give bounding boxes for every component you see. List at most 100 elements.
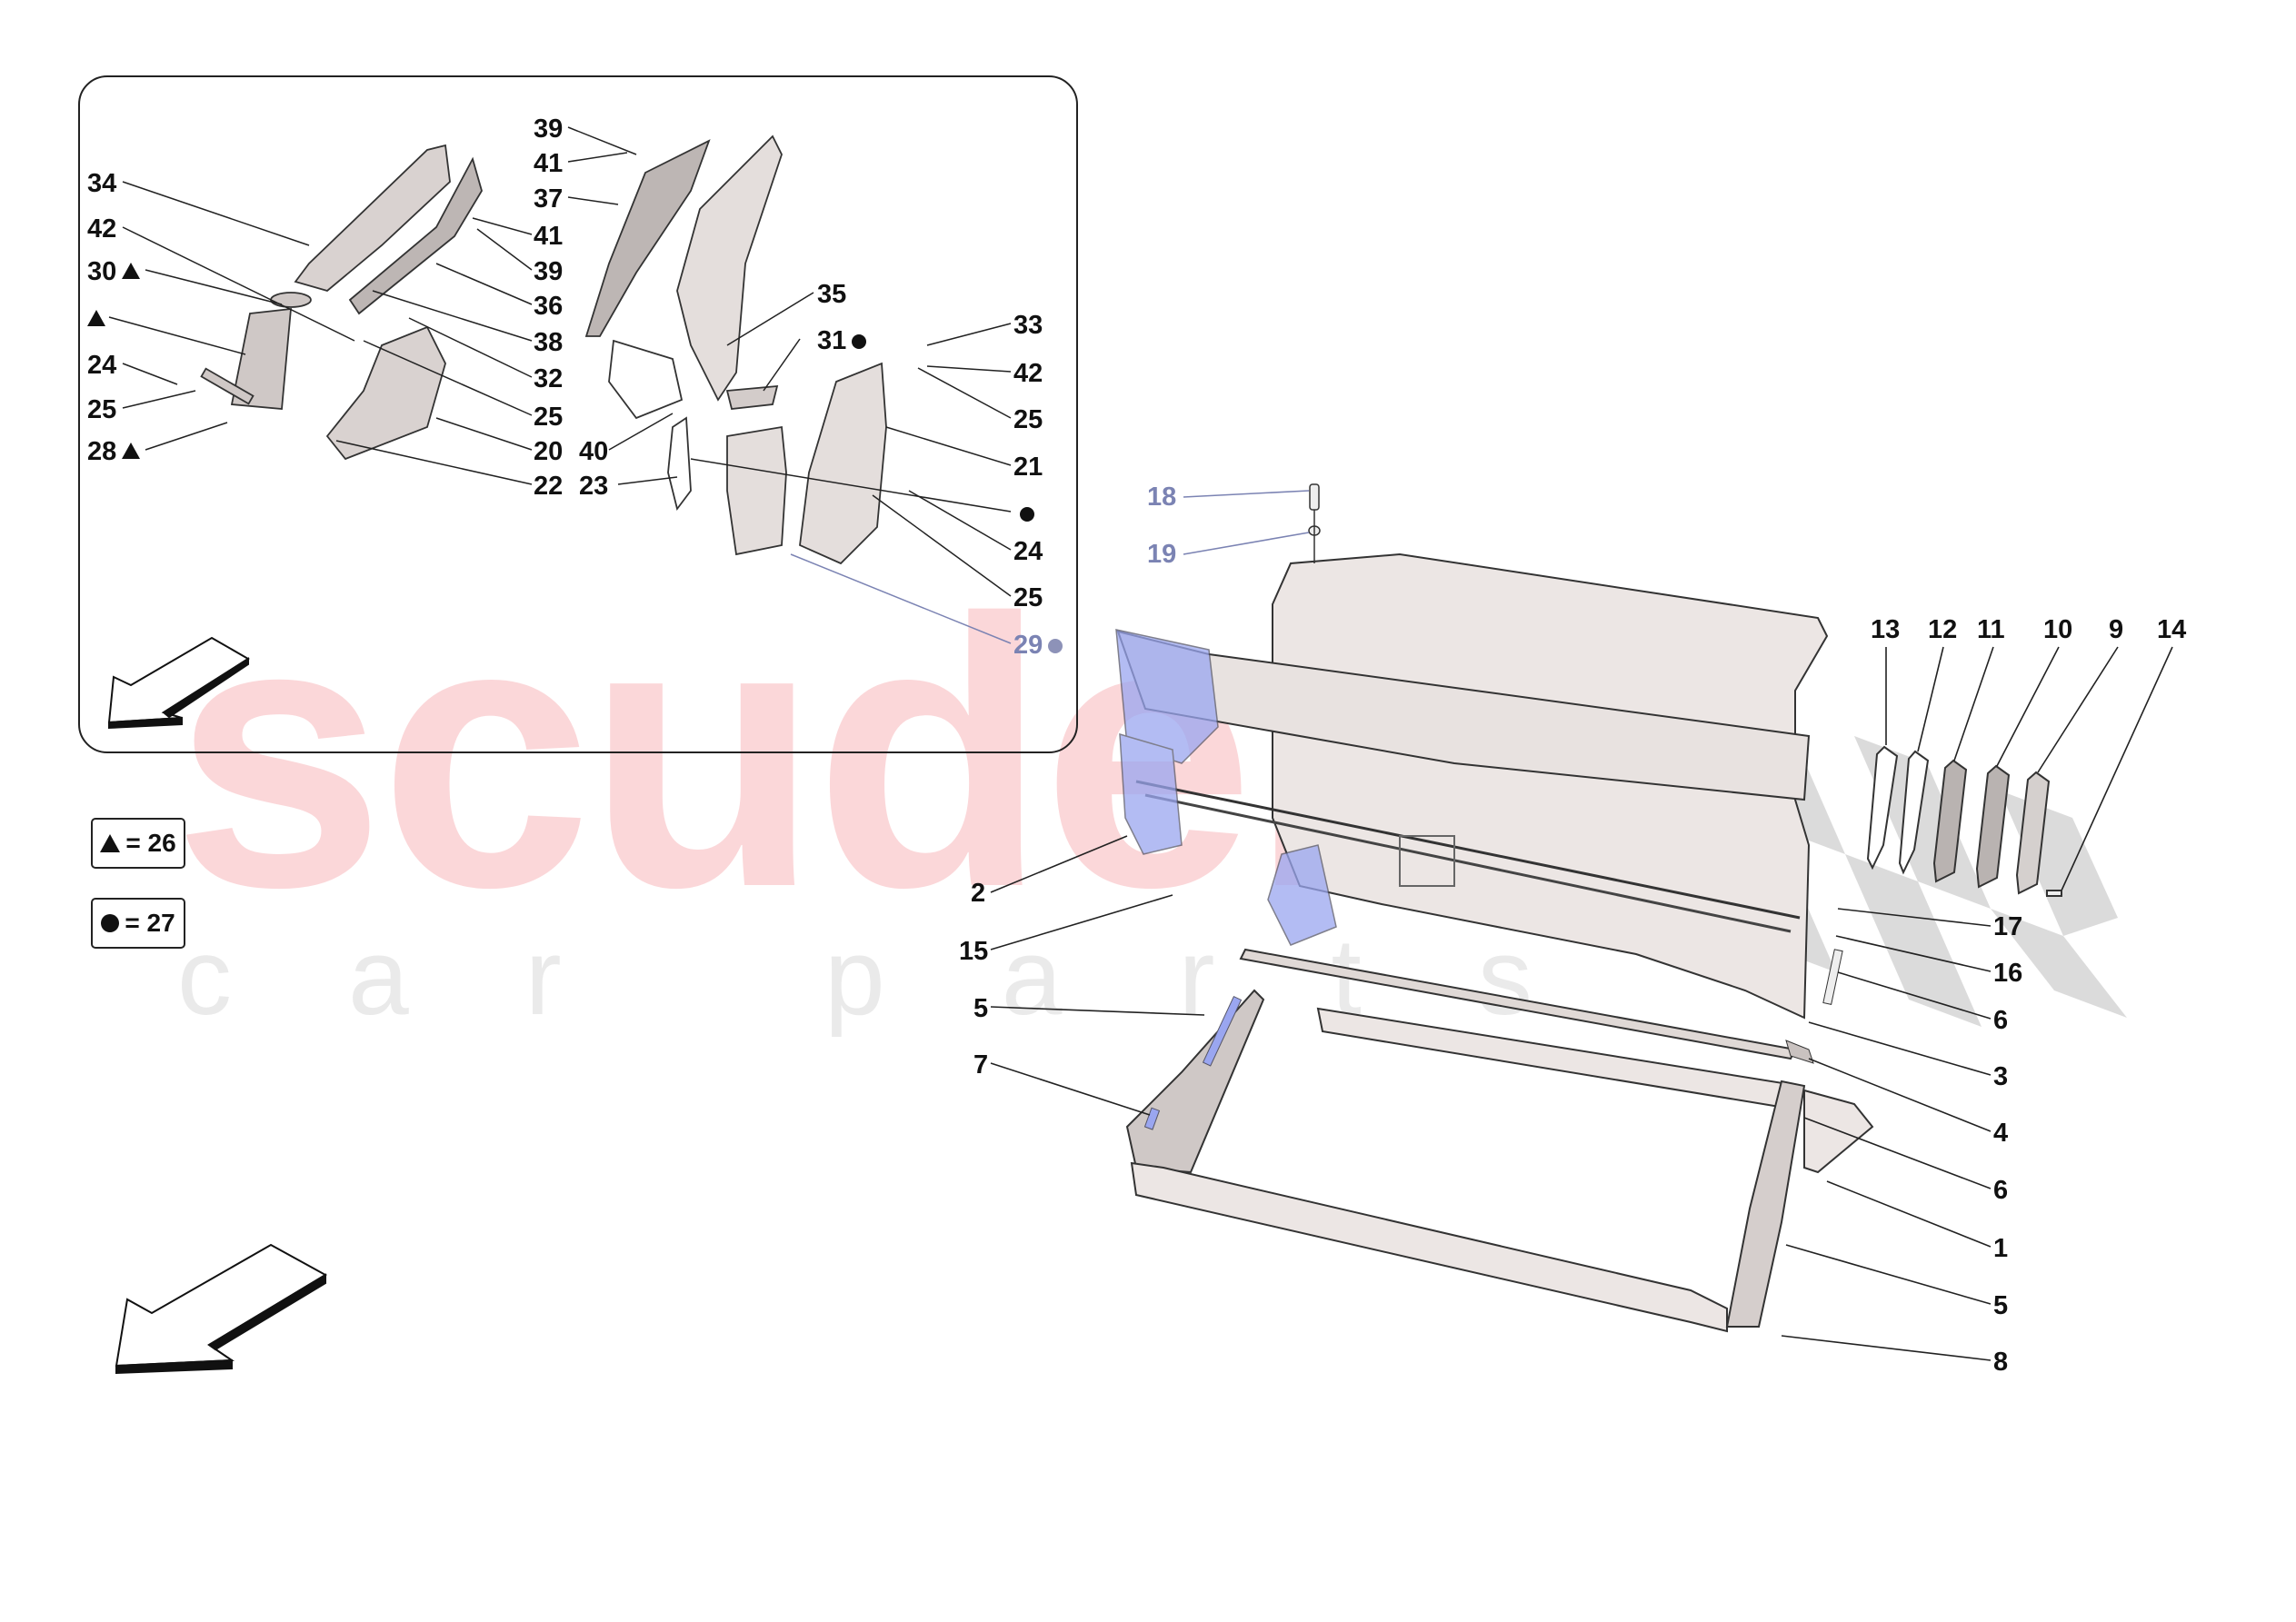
bar-part-3 bbox=[1239, 948, 1797, 1060]
callout-label-12[interactable]: 12 bbox=[1928, 617, 1957, 643]
callout-number: 7 bbox=[973, 1050, 989, 1080]
callout-label-41a[interactable]: 41 bbox=[534, 151, 563, 177]
callout-label-19[interactable]: 19 bbox=[1147, 542, 1176, 568]
callout-number: 32 bbox=[534, 364, 564, 393]
triangle-icon bbox=[122, 443, 141, 459]
callout-number: 42 bbox=[1013, 359, 1043, 388]
callout-number: 12 bbox=[1928, 615, 1958, 644]
callout-number: 39 bbox=[534, 114, 564, 144]
callout-number: 30 bbox=[87, 257, 117, 286]
highlighted-part-2 bbox=[1115, 629, 1337, 946]
callout-label-dot[interactable] bbox=[1020, 501, 1034, 527]
callout-number: 5 bbox=[1993, 1291, 2009, 1320]
callout-label-39b[interactable]: 39 bbox=[534, 259, 563, 285]
callout-label-tri[interactable] bbox=[87, 306, 105, 333]
callout-label-25c[interactable]: 25 bbox=[1013, 407, 1043, 433]
callout-number: 3 bbox=[1993, 1062, 2009, 1091]
callout-label-24a[interactable]: 24 bbox=[87, 353, 116, 379]
callout-number: 41 bbox=[534, 222, 564, 251]
callout-label-42a[interactable]: 42 bbox=[87, 216, 116, 243]
circle-icon bbox=[1020, 507, 1034, 522]
callout-label-7[interactable]: 7 bbox=[973, 1052, 988, 1079]
callout-number: 19 bbox=[1147, 540, 1177, 569]
callout-label-31[interactable]: 31 bbox=[817, 328, 867, 354]
leader-lines-main bbox=[990, 490, 2173, 1361]
callout-number: 8 bbox=[1993, 1348, 2009, 1377]
callout-number: 40 bbox=[579, 437, 609, 466]
callout-label-20[interactable]: 20 bbox=[534, 439, 563, 465]
inset-artwork bbox=[200, 134, 887, 565]
callout-label-32[interactable]: 32 bbox=[534, 366, 563, 393]
callout-label-13[interactable]: 13 bbox=[1871, 617, 1900, 643]
callout-label-14[interactable]: 14 bbox=[2157, 617, 2186, 643]
callout-number: 21 bbox=[1013, 453, 1043, 482]
callout-label-29[interactable]: 29 bbox=[1013, 632, 1063, 659]
callout-label-30[interactable]: 30 bbox=[87, 257, 141, 286]
frame-part-1 bbox=[1125, 989, 1874, 1333]
callout-number: 6 bbox=[1993, 1006, 2009, 1035]
triangle-icon bbox=[100, 834, 121, 852]
callout-label-37[interactable]: 37 bbox=[534, 186, 563, 213]
callout-label-40[interactable]: 40 bbox=[579, 439, 608, 465]
leader-lines-inset bbox=[108, 126, 1012, 644]
callout-label-18[interactable]: 18 bbox=[1147, 484, 1176, 511]
callout-number: 22 bbox=[534, 472, 564, 501]
callout-label-41b[interactable]: 41 bbox=[534, 224, 563, 250]
callout-label-36[interactable]: 36 bbox=[534, 294, 563, 320]
legend-triangle: = 26 bbox=[91, 818, 185, 869]
callout-label-25d[interactable]: 25 bbox=[1013, 585, 1043, 612]
callout-number: 11 bbox=[1977, 615, 2005, 644]
bolt-18-washer-19 bbox=[1308, 483, 1321, 563]
pad-part-4 bbox=[1785, 1040, 1814, 1064]
callout-label-11[interactable]: 11 bbox=[1977, 617, 2005, 643]
callout-number: 33 bbox=[1013, 311, 1043, 340]
watermark-car-parts: car parts bbox=[177, 916, 1649, 1038]
direction-arrow-main-icon bbox=[115, 1243, 328, 1375]
callout-number: 5 bbox=[973, 994, 989, 1023]
callout-label-6a[interactable]: 6 bbox=[1993, 1008, 2008, 1034]
strip-part-6 bbox=[1822, 949, 1843, 1005]
callout-label-42b[interactable]: 42 bbox=[1013, 361, 1043, 387]
callout-number: 24 bbox=[87, 351, 117, 380]
callout-number: 35 bbox=[817, 280, 847, 309]
callout-label-39a[interactable]: 39 bbox=[534, 116, 563, 143]
callout-label-16[interactable]: 16 bbox=[1993, 960, 2022, 987]
callout-number: 42 bbox=[87, 214, 117, 244]
callout-label-6b[interactable]: 6 bbox=[1993, 1178, 2008, 1204]
callout-label-28[interactable]: 28 bbox=[87, 437, 141, 466]
callout-label-1[interactable]: 1 bbox=[1993, 1236, 2008, 1262]
callout-label-15[interactable]: 15 bbox=[959, 939, 988, 965]
callout-label-22[interactable]: 22 bbox=[534, 473, 563, 500]
legend-triangle-text: = 26 bbox=[125, 829, 176, 857]
callout-number: 25 bbox=[534, 403, 564, 432]
callout-label-38[interactable]: 38 bbox=[534, 330, 563, 356]
callout-number: 25 bbox=[1013, 583, 1043, 612]
callout-label-21[interactable]: 21 bbox=[1013, 454, 1043, 481]
callout-number: 28 bbox=[87, 437, 117, 466]
callout-number: 16 bbox=[1993, 959, 2023, 988]
callout-label-5a[interactable]: 5 bbox=[973, 996, 988, 1022]
callout-label-17[interactable]: 17 bbox=[1993, 914, 2022, 940]
callout-number: 23 bbox=[579, 472, 609, 501]
callout-number: 17 bbox=[1993, 912, 2023, 941]
callout-label-24b[interactable]: 24 bbox=[1013, 539, 1043, 565]
callout-label-33[interactable]: 33 bbox=[1013, 313, 1043, 339]
callout-label-10[interactable]: 10 bbox=[2043, 617, 2072, 643]
callout-label-9[interactable]: 9 bbox=[2109, 617, 2123, 643]
callout-label-25a[interactable]: 25 bbox=[87, 397, 116, 423]
callout-number: 29 bbox=[1013, 631, 1043, 660]
callout-label-2[interactable]: 2 bbox=[971, 881, 985, 907]
callout-label-4[interactable]: 4 bbox=[1993, 1120, 2008, 1147]
callout-label-23[interactable]: 23 bbox=[579, 473, 608, 500]
callout-number: 1 bbox=[1993, 1234, 2009, 1263]
callout-label-3[interactable]: 3 bbox=[1993, 1064, 2008, 1090]
callout-label-35[interactable]: 35 bbox=[817, 282, 846, 308]
triangle-icon bbox=[122, 263, 141, 279]
callout-number: 41 bbox=[534, 149, 564, 178]
callout-label-5b[interactable]: 5 bbox=[1993, 1293, 2008, 1319]
callout-label-25b[interactable]: 25 bbox=[534, 404, 563, 431]
callout-label-8[interactable]: 8 bbox=[1993, 1349, 2008, 1376]
callout-number: 34 bbox=[87, 169, 117, 198]
callout-label-34[interactable]: 34 bbox=[87, 171, 116, 197]
